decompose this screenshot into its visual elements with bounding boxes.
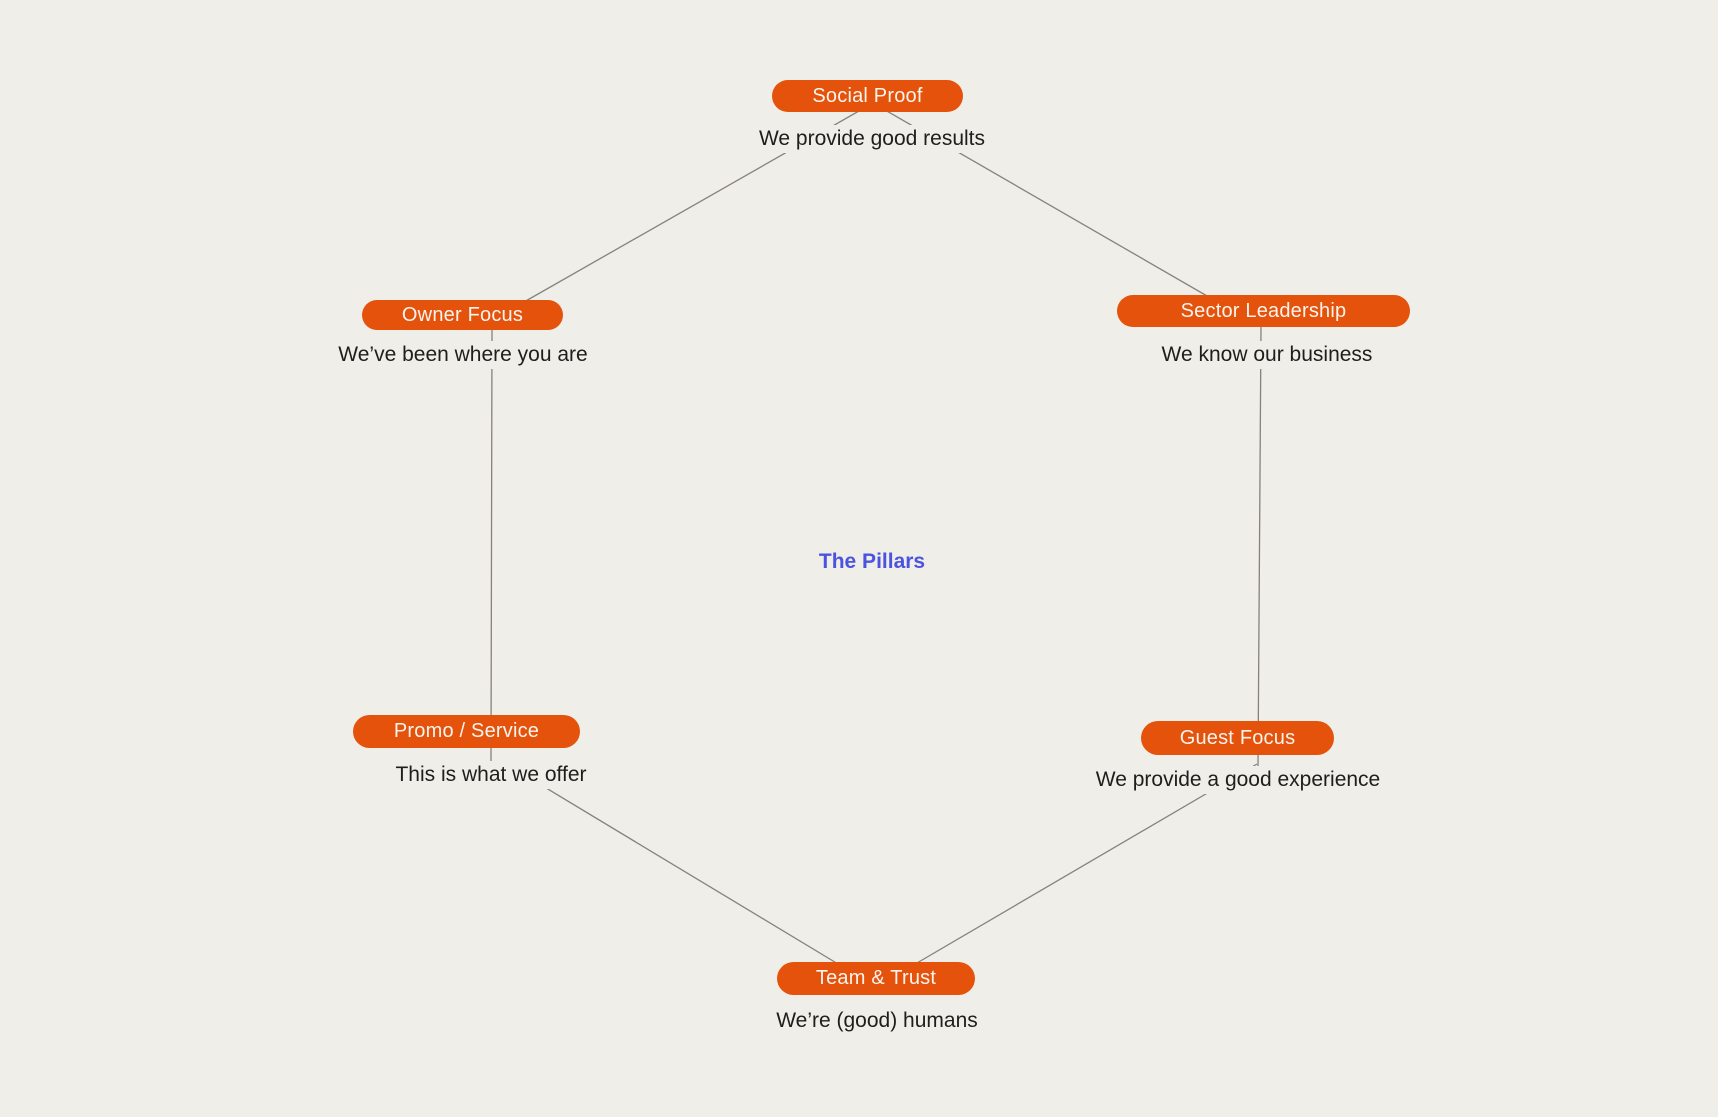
node-pill-sector-leadership[interactable]: Sector Leadership (1117, 295, 1410, 327)
node-pill-social-proof[interactable]: Social Proof (772, 80, 963, 112)
edge-guest-focus-team-trust (904, 763, 1258, 971)
node-caption-social-proof[interactable]: We provide good results (747, 125, 997, 153)
edge-owner-focus-promo-service (490, 328, 493, 762)
center-title-the-pillars[interactable]: The Pillars (818, 550, 926, 573)
edge-sector-leadership-guest-focus (1257, 325, 1262, 767)
edge-promo-service-team-trust (502, 761, 849, 971)
node-caption-guest-focus[interactable]: We provide a good experience (1088, 766, 1388, 794)
node-pill-promo-service[interactable]: Promo / Service (353, 715, 580, 748)
node-caption-promo-service[interactable]: This is what we offer (381, 761, 601, 789)
node-pill-team-trust[interactable]: Team & Trust (777, 962, 975, 995)
node-caption-sector-leadership[interactable]: We know our business (1142, 341, 1392, 369)
node-pill-guest-focus[interactable]: Guest Focus (1141, 721, 1334, 755)
node-caption-owner-focus[interactable]: We’ve been where you are (328, 341, 598, 369)
node-caption-team-trust[interactable]: We’re (good) humans (767, 1007, 987, 1035)
node-pill-owner-focus[interactable]: Owner Focus (362, 300, 563, 330)
